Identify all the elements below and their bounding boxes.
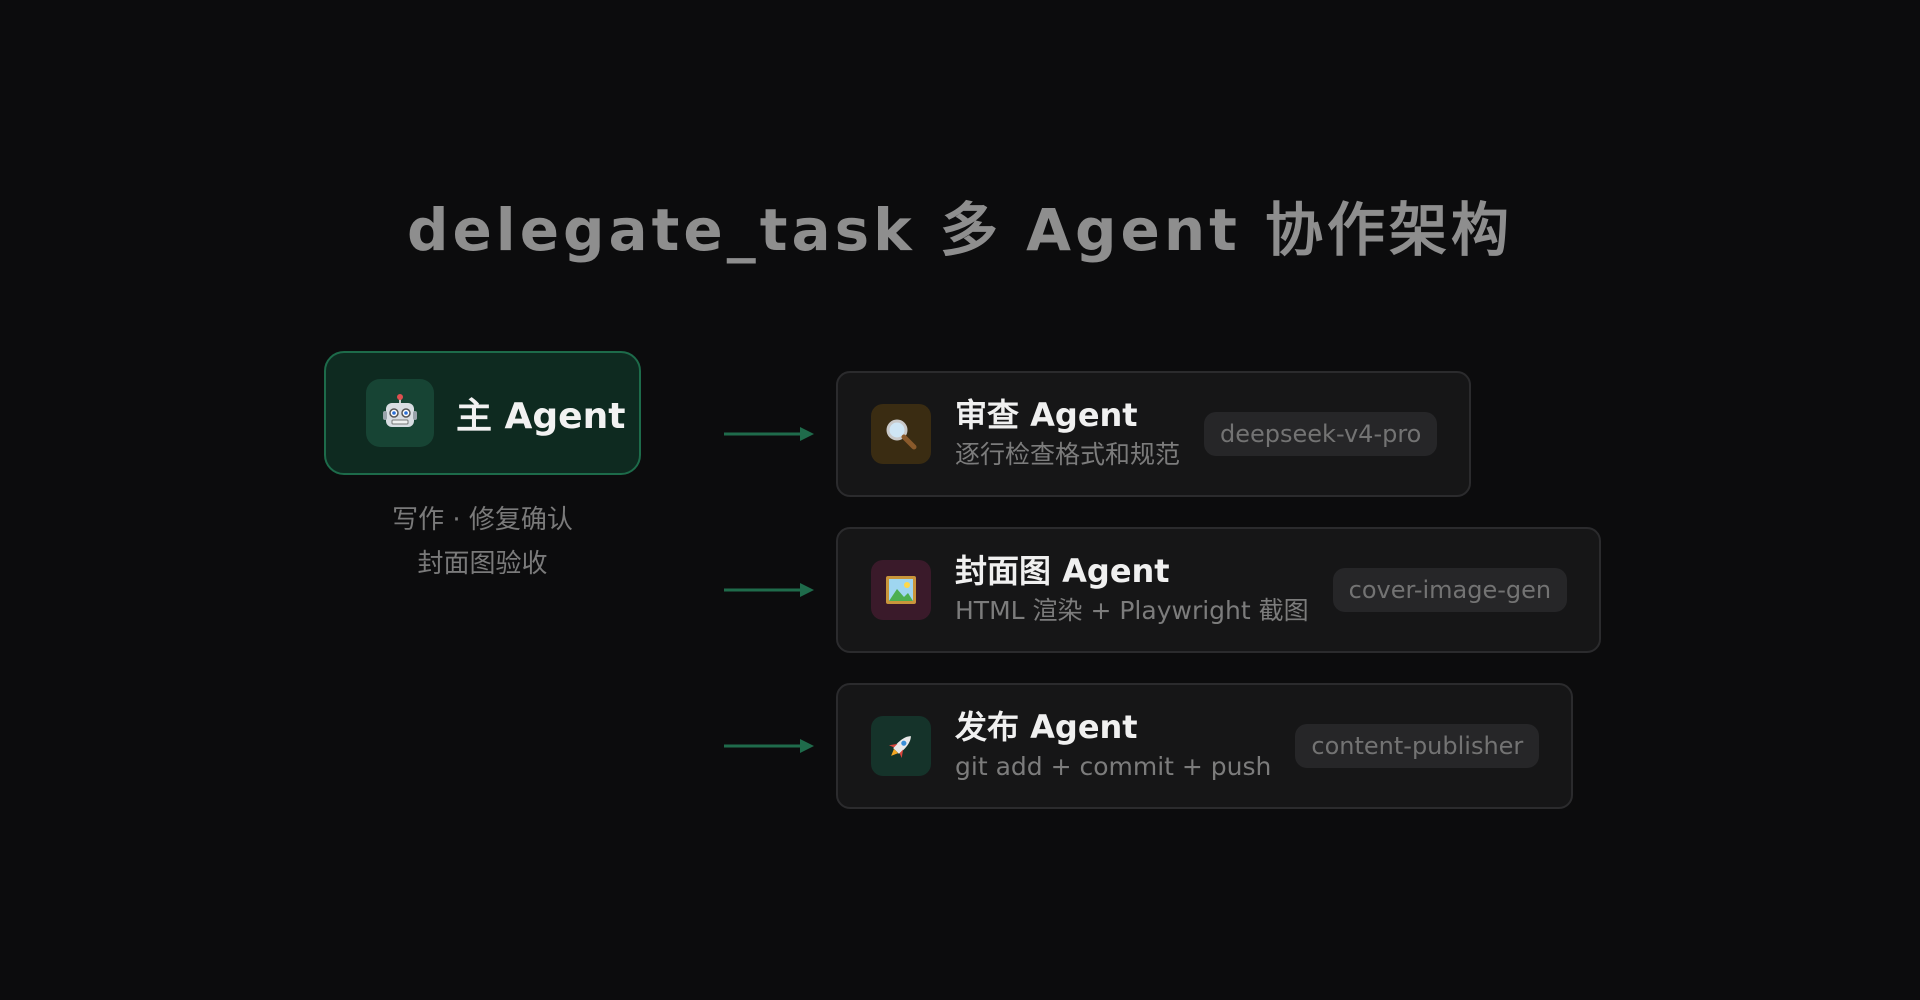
main-agent-node: 主 Agent: [324, 351, 641, 475]
main-agent-sub-line-2: 封面图验收: [417, 549, 548, 579]
review-agent-description: 逐行检查格式和规范: [955, 440, 1181, 469]
publish-agent-text: 发布 Agent git add + commit + push: [955, 706, 1271, 786]
main-agent-description: 写作 · 修复确认 封面图验收: [324, 498, 641, 586]
publish-agent-model-tag: content-publisher: [1295, 724, 1540, 768]
robot-icon: [366, 379, 434, 447]
publish-agent-card: 发布 Agent git add + commit + push content…: [836, 683, 1574, 809]
publish-agent-description: git add + commit + push: [955, 752, 1272, 781]
publish-agent-title: 发布 Agent: [955, 708, 1138, 746]
cover-image-agent-title: 封面图 Agent: [955, 552, 1170, 590]
framed-picture-icon: [871, 560, 931, 620]
main-agent-sub-line-1: 写作 · 修复确认: [392, 505, 573, 535]
cover-image-agent-card: 封面图 Agent HTML 渲染 + Playwright 截图 cover-…: [836, 527, 1602, 653]
diagram-title: delegate_task 多 Agent 协作架构: [406, 196, 1514, 264]
arrow-to-review-agent: [724, 427, 814, 441]
rocket-icon: [871, 716, 931, 776]
review-agent-model-tag: deepseek-v4-pro: [1204, 412, 1438, 456]
review-agent-title: 审查 Agent: [955, 396, 1138, 434]
cover-image-agent-model-tag: cover-image-gen: [1332, 568, 1568, 612]
arrow-to-publish-agent: [724, 739, 814, 753]
arrow-to-cover-agent: [724, 583, 814, 597]
cover-image-agent-description: HTML 渲染 + Playwright 截图: [955, 596, 1309, 625]
review-agent-text: 审查 Agent 逐行检查格式和规范: [955, 394, 1180, 474]
review-agent-card: 审查 Agent 逐行检查格式和规范 deepseek-v4-pro: [836, 371, 1472, 497]
main-agent-label: 主 Agent: [456, 396, 626, 437]
cover-image-agent-text: 封面图 Agent HTML 渲染 + Playwright 截图: [955, 550, 1309, 630]
magnifier-icon: [871, 404, 931, 464]
